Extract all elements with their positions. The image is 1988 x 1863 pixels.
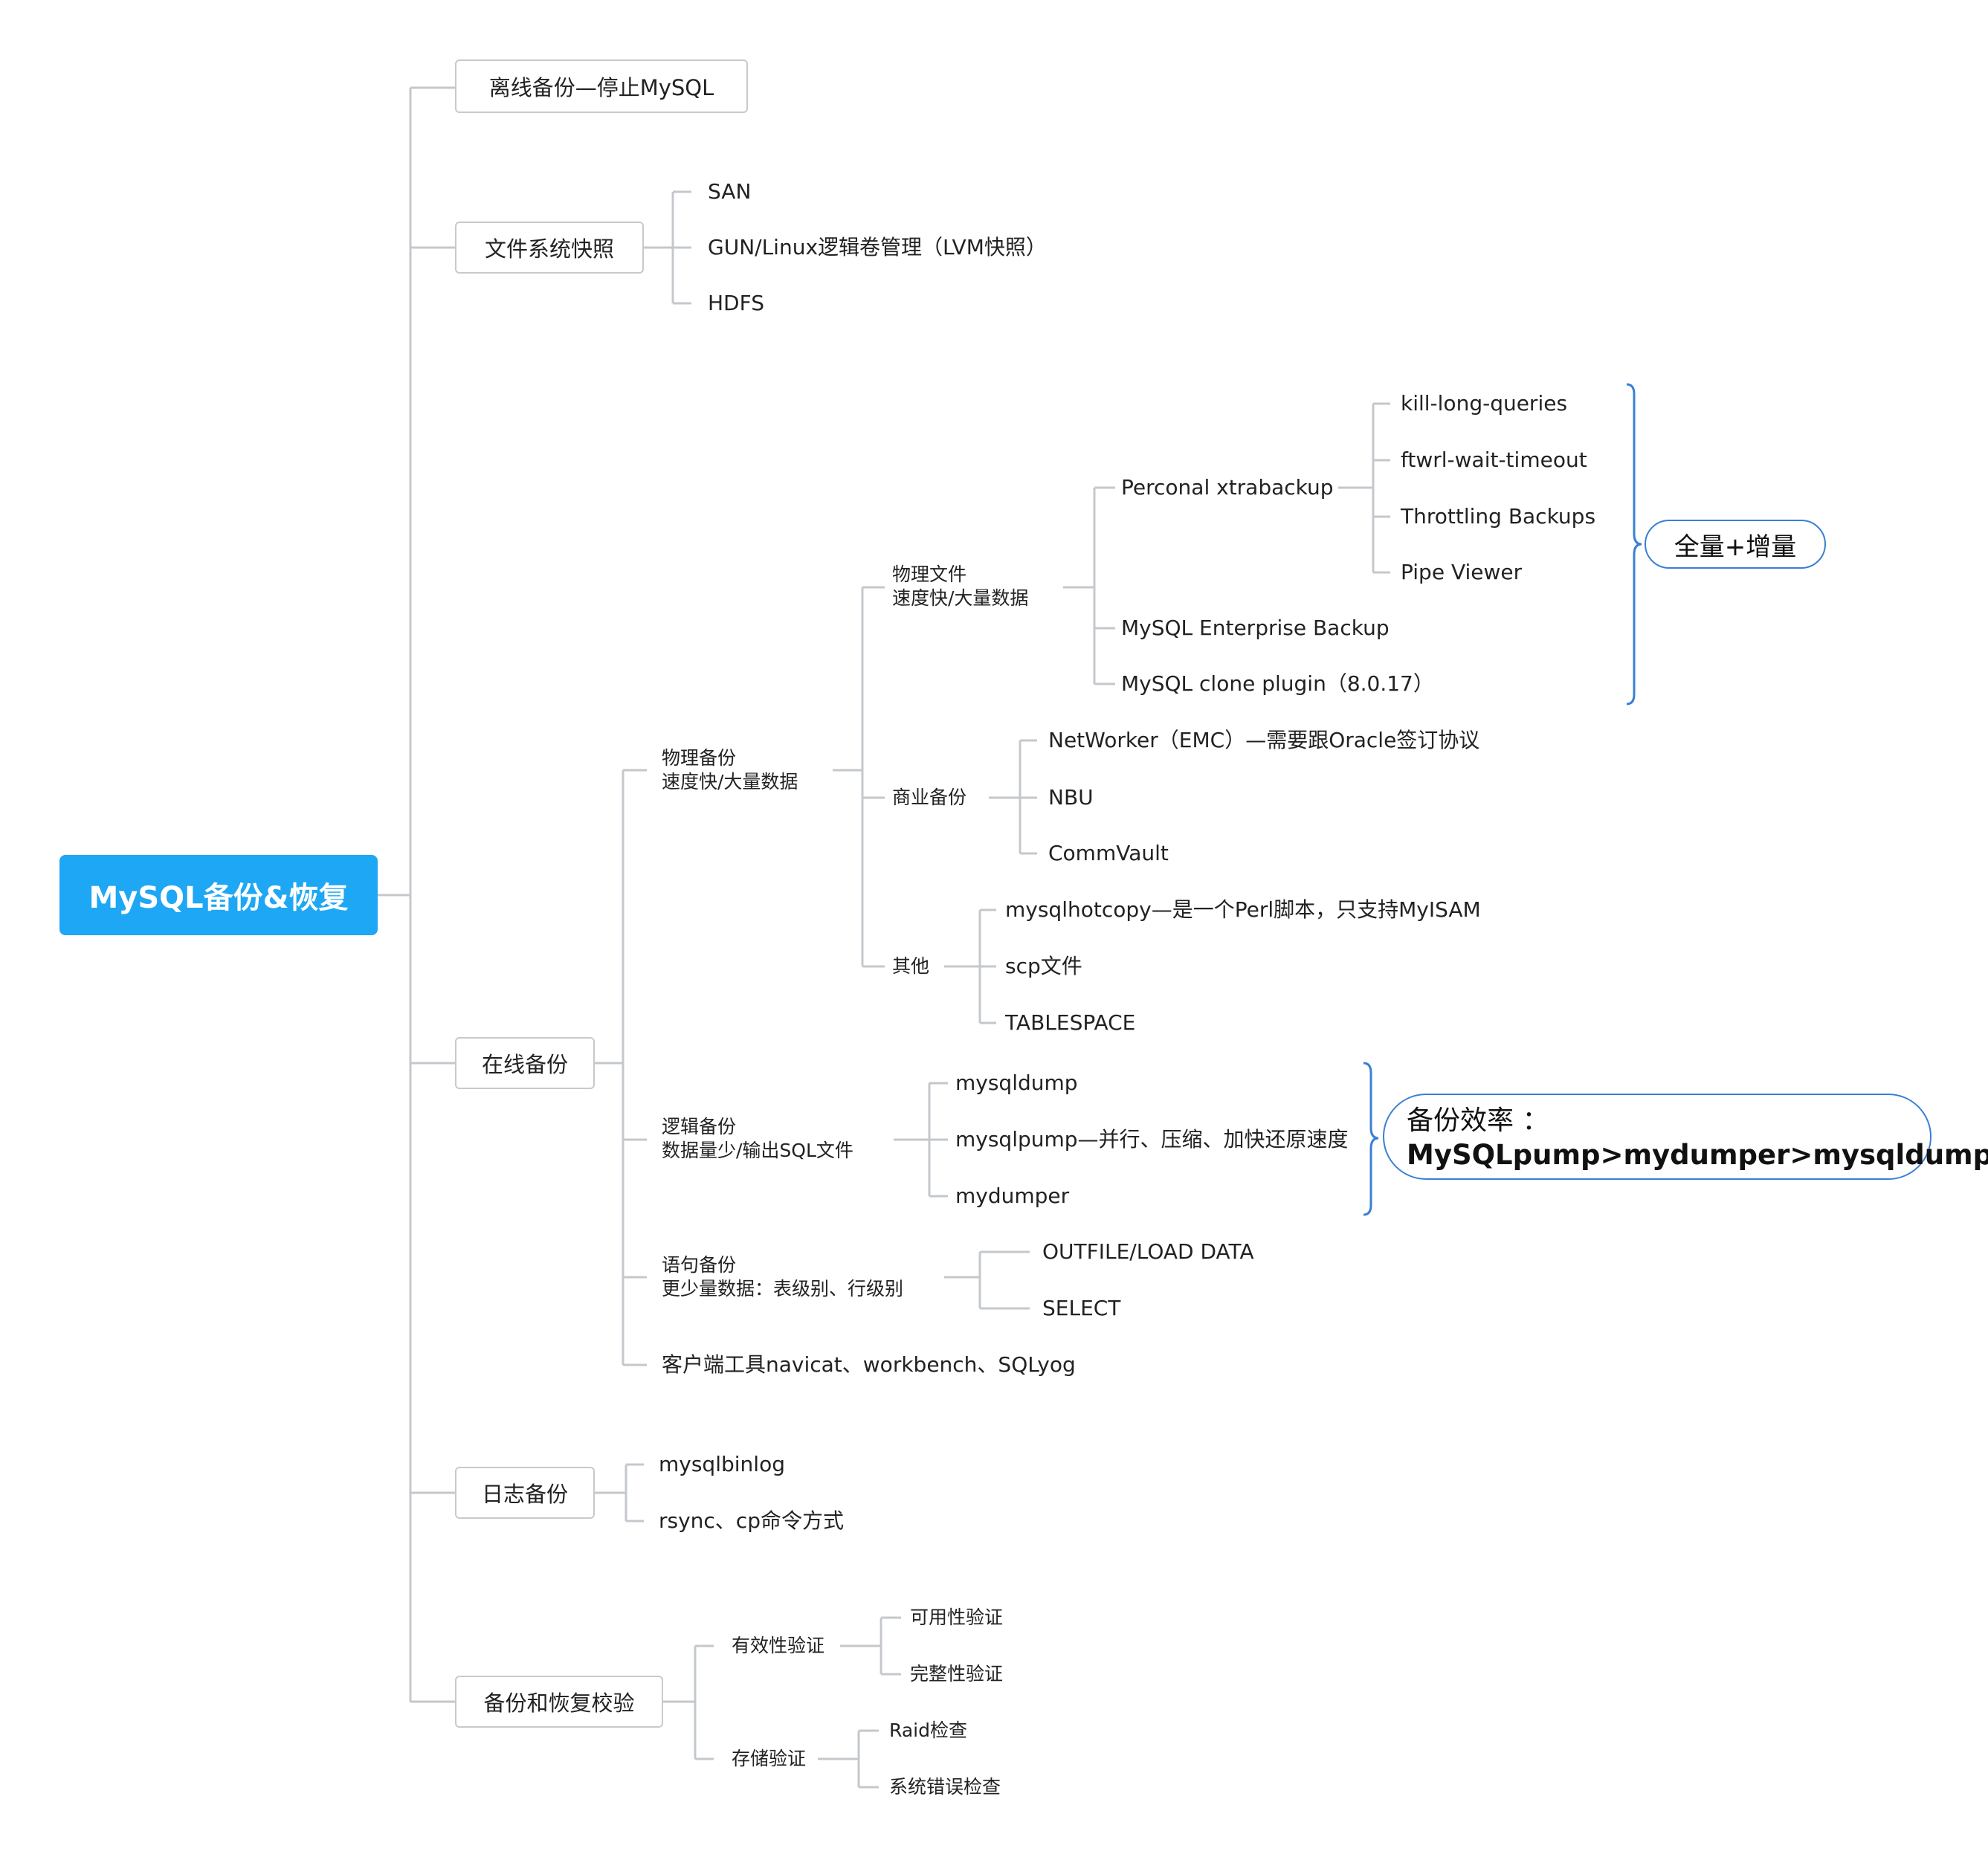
node-log-backup[interactable]: 日志备份 xyxy=(455,1467,595,1519)
other-item-scp[interactable]: scp文件 xyxy=(1005,954,1082,978)
connector-log-spine xyxy=(595,1463,644,1523)
commercial-backup-node[interactable]: 商业备份 xyxy=(892,787,967,808)
node-verify[interactable]: 备份和恢复校验 xyxy=(455,1676,663,1728)
storage-item-system-error[interactable]: 系统错误检查 xyxy=(889,1776,1001,1798)
connector-snapshot-spine xyxy=(644,190,691,305)
node-offline-backup[interactable]: 离线备份—停止MySQL xyxy=(455,59,748,113)
statement-item-select[interactable]: SELECT xyxy=(1042,1296,1121,1320)
connector-physical-spine xyxy=(833,586,885,968)
connector-verify-spine xyxy=(663,1644,714,1760)
node-filesystem-snapshot[interactable]: 文件系统快照 xyxy=(455,222,644,274)
statement-backup-node[interactable]: 语句备份 更少量数据：表级别、行级别 xyxy=(662,1254,904,1299)
percona-option-pipe-viewer[interactable]: Pipe Viewer xyxy=(1401,560,1523,584)
percona-option-throttling-backups[interactable]: Throttling Backups xyxy=(1401,504,1596,529)
storage-item-raid[interactable]: Raid检查 xyxy=(889,1720,967,1741)
log-item-mysqlbinlog[interactable]: mysqlbinlog xyxy=(659,1452,785,1476)
statement-item-outfile[interactable]: OUTFILE/LOAD DATA xyxy=(1042,1239,1254,1264)
root-label: MySQL备份&恢复 xyxy=(88,881,349,915)
brace-full-incremental xyxy=(1626,383,1642,706)
logical-backup-node[interactable]: 逻辑备份 数据量少/输出SQL文件 xyxy=(662,1116,853,1161)
log-item-rsync[interactable]: rsync、cp命令方式 xyxy=(659,1508,844,1533)
connector-logical-spine xyxy=(894,1082,948,1198)
logical-item-mysqldump[interactable]: mysqldump xyxy=(955,1071,1078,1095)
commercial-item-nbu[interactable]: NBU xyxy=(1048,785,1094,810)
brace-efficiency xyxy=(1363,1062,1379,1216)
validity-item-integrity[interactable]: 完整性验证 xyxy=(910,1663,1004,1685)
storage-verify-node[interactable]: 存储验证 xyxy=(732,1748,807,1769)
connector-statement-spine xyxy=(944,1250,1030,1310)
mysql-enterprise-backup-node[interactable]: MySQL Enterprise Backup xyxy=(1121,616,1390,640)
callout-backup-efficiency[interactable]: 备份效率 ： MySQLpump>mydumper>mysqldump xyxy=(1383,1094,1988,1180)
physical-files-node[interactable]: 物理文件 速度快/大量数据 xyxy=(892,564,1029,609)
node-online-backup[interactable]: 在线备份 xyxy=(455,1037,595,1089)
other-item-mysqlhotcopy[interactable]: mysqlhotcopy—是一个Perl脚本，只支持MyISAM xyxy=(1005,897,1481,922)
logical-item-mydumper[interactable]: mydumper xyxy=(955,1184,1070,1208)
connector-validity-spine xyxy=(840,1616,901,1676)
validity-item-availability[interactable]: 可用性验证 xyxy=(910,1607,1004,1628)
percona-option-kill-long-queries[interactable]: kill-long-queries xyxy=(1401,391,1568,416)
percona-option-ftwrl-wait-timeout[interactable]: ftwrl-wait-timeout xyxy=(1401,448,1587,472)
commercial-item-commvault[interactable]: CommVault xyxy=(1048,841,1169,865)
connector-commercial-spine xyxy=(989,739,1037,855)
percona-xtrabackup-node[interactable]: Perconal xtrabackup xyxy=(1121,475,1334,500)
root-node[interactable]: MySQL备份&恢复 xyxy=(59,855,378,935)
other-item-tablespace[interactable]: TABLESPACE xyxy=(1005,1010,1136,1035)
commercial-item-networker[interactable]: NetWorker（EMC）—需要跟Oracle签订协议 xyxy=(1048,728,1480,752)
client-tools-node[interactable]: 客户端工具navicat、workbench、SQLyog xyxy=(662,1352,1076,1377)
connector-storage-spine xyxy=(818,1729,879,1789)
callout-full-incremental[interactable]: 全量+增量 xyxy=(1645,520,1826,569)
connector-files-spine xyxy=(1063,486,1115,685)
snapshot-item-hdfs[interactable]: HDFS xyxy=(708,291,765,315)
connector-online-spine xyxy=(595,769,647,1366)
validity-verify-node[interactable]: 有效性验证 xyxy=(732,1635,825,1656)
connector-other-spine xyxy=(944,908,996,1024)
logical-item-mysqlpump[interactable]: mysqlpump—并行、压缩、加快还原速度 xyxy=(955,1127,1349,1152)
snapshot-item-san[interactable]: SAN xyxy=(708,179,752,204)
physical-backup-node[interactable]: 物理备份 速度快/大量数据 xyxy=(662,747,798,792)
snapshot-item-lvm[interactable]: GUN/Linux逻辑卷管理（LVM快照） xyxy=(708,235,1047,259)
mysql-clone-plugin-node[interactable]: MySQL clone plugin（8.0.17） xyxy=(1121,671,1434,696)
other-backup-node[interactable]: 其他 xyxy=(892,955,930,977)
connector-percona-spine xyxy=(1338,402,1390,574)
